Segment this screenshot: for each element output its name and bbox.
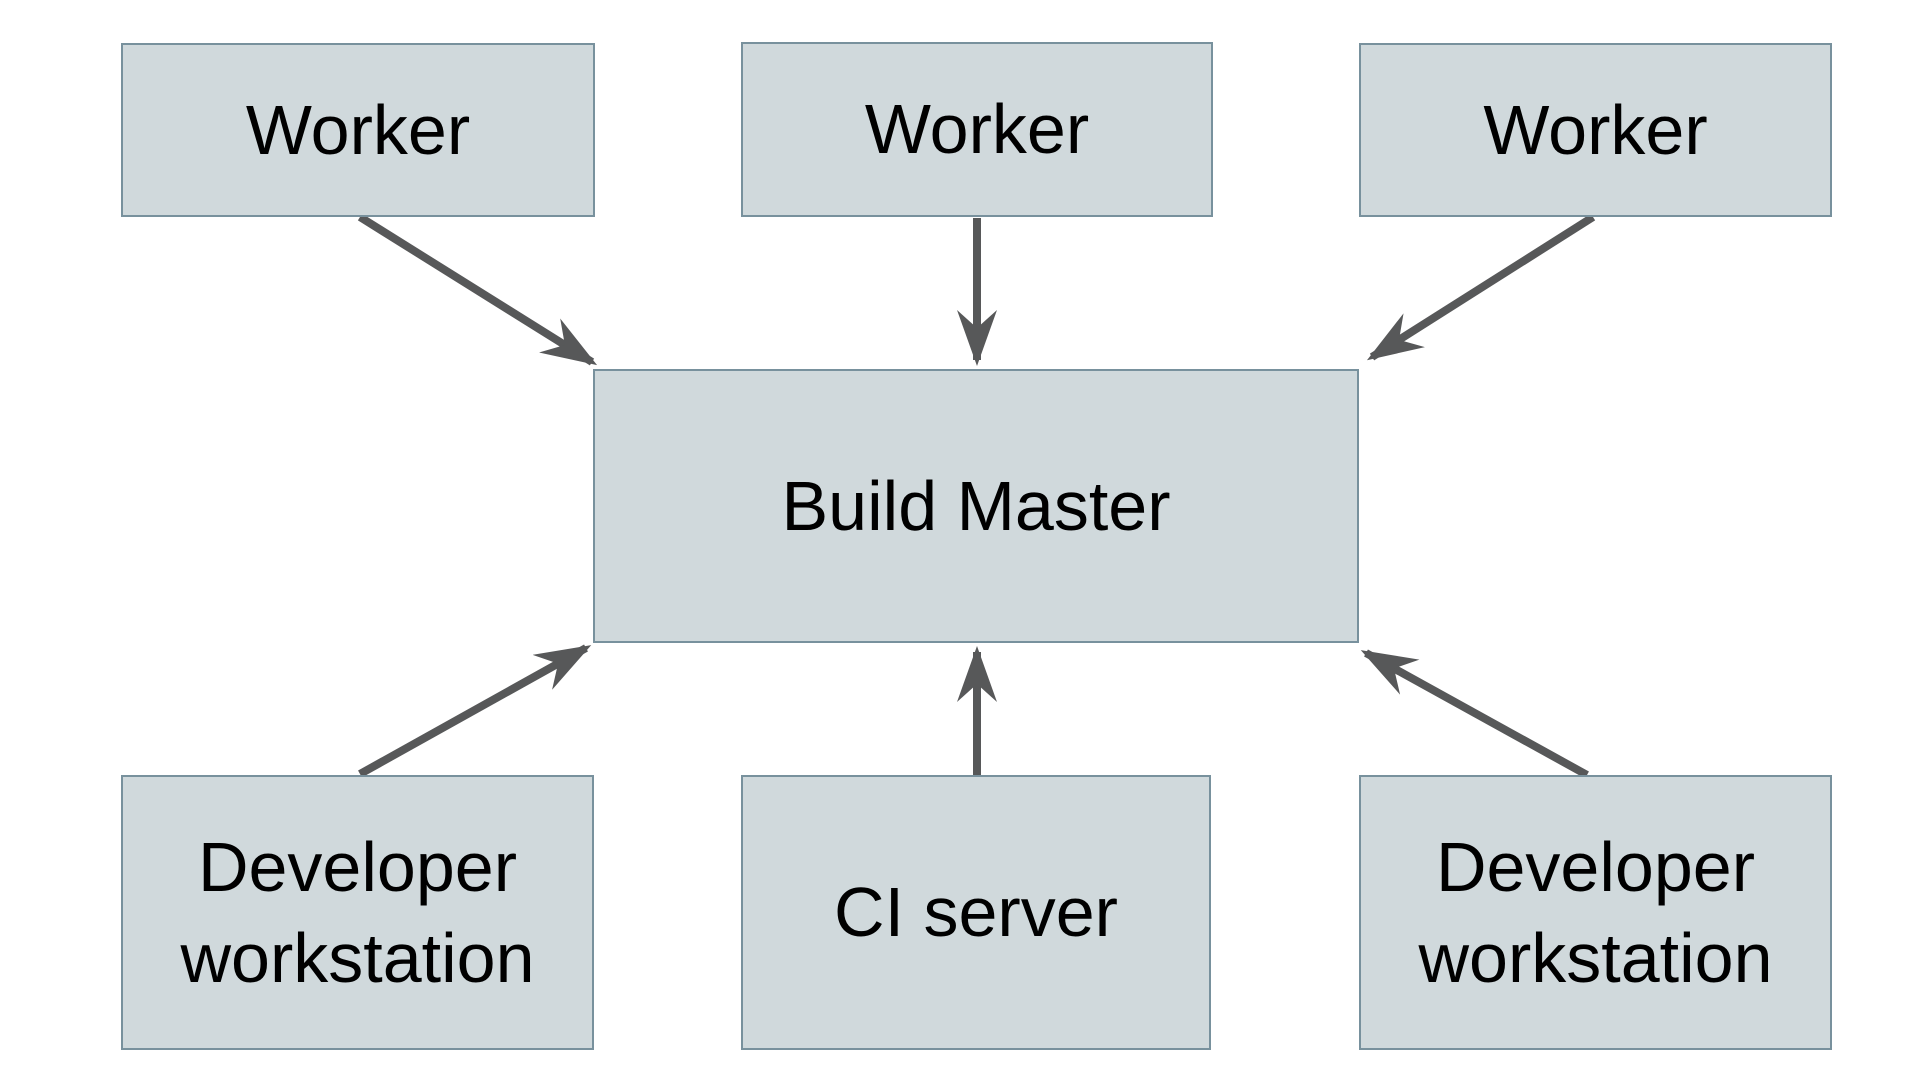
node-developer-workstation-left: Developer workstation (121, 775, 594, 1050)
node-ci-server-label: CI server (834, 873, 1118, 951)
node-worker-1-label: Worker (245, 90, 471, 169)
node-build-master: Build Master (593, 369, 1359, 643)
node-developer-workstation-right: Developer workstation (1359, 775, 1832, 1050)
node-developer-workstation-right-label: Developer workstation (1418, 827, 1773, 997)
arrow-devleft-to-buildmaster (358, 644, 592, 778)
node-developer-workstation-left-label: Developer workstation (180, 827, 535, 997)
arrow-worker1-to-buildmaster (357, 213, 598, 366)
arrow-worker3-to-buildmaster (1366, 213, 1596, 361)
node-worker-3-label: Worker (1483, 90, 1708, 169)
node-ci-server: CI server (741, 775, 1211, 1050)
node-worker-2: Worker (741, 42, 1213, 217)
node-worker-1: Worker (121, 43, 595, 217)
node-build-master-label: Build Master (781, 466, 1171, 545)
node-worker-3: Worker (1359, 43, 1832, 217)
arrow-devright-to-buildmaster (1360, 649, 1589, 779)
node-worker-2-label: Worker (864, 90, 1090, 168)
